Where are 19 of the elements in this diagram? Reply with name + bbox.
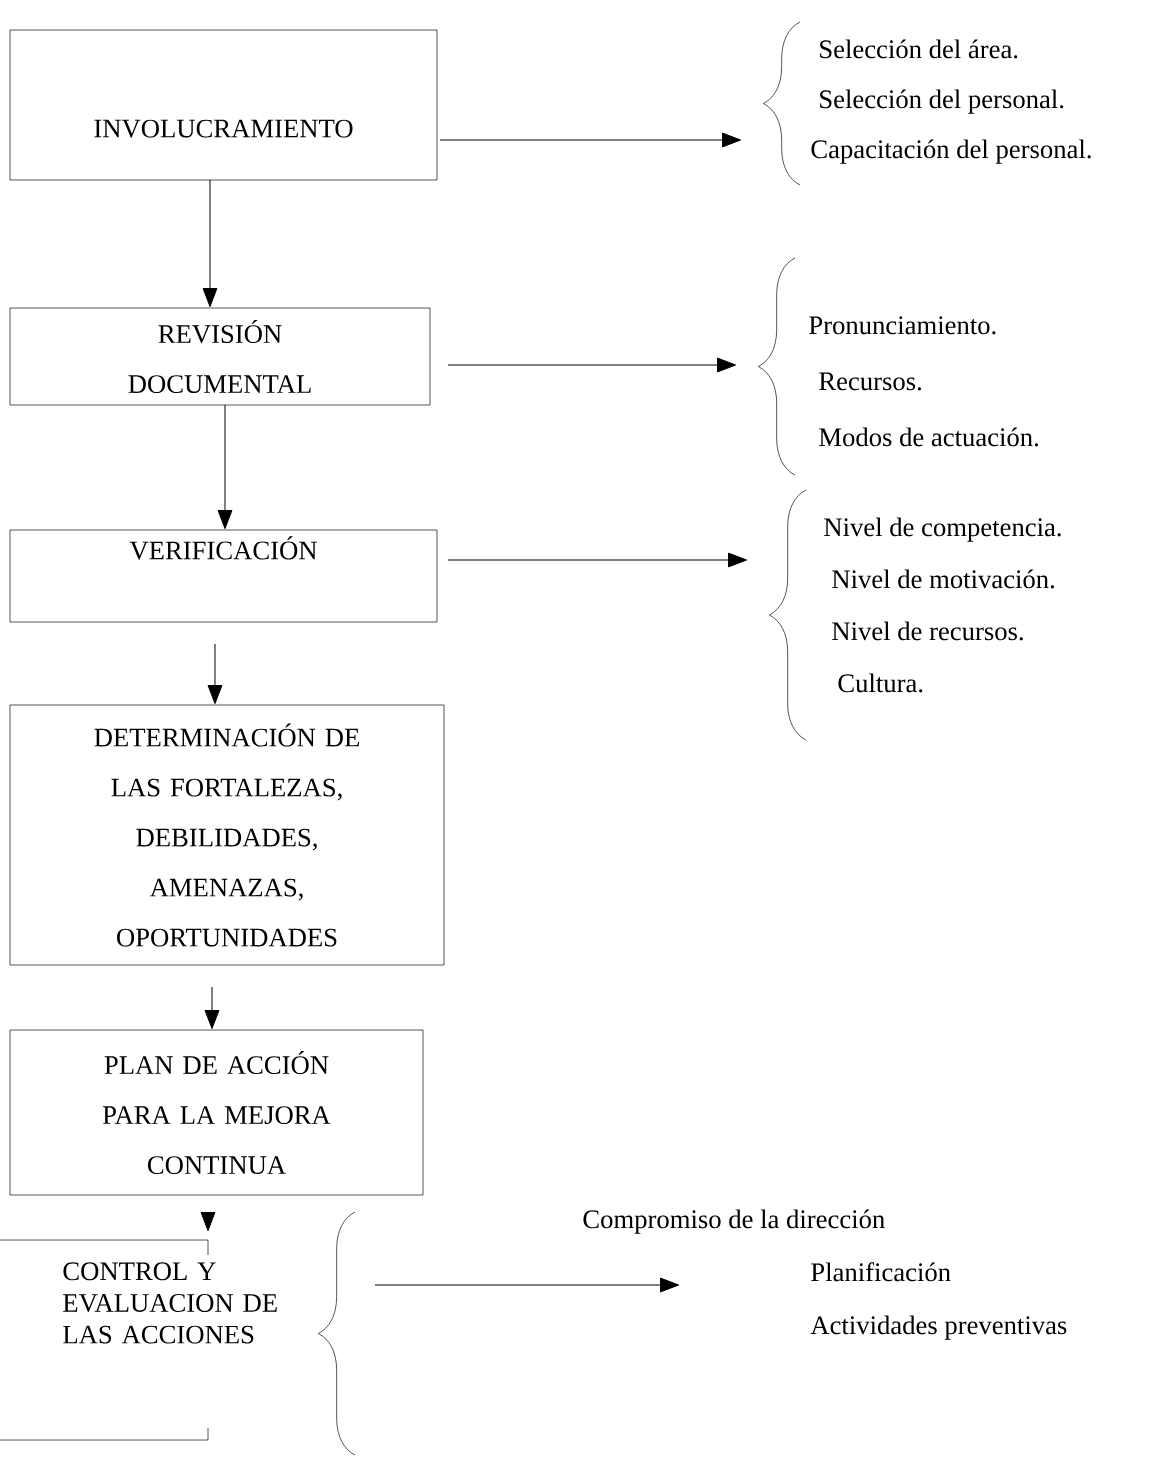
process-box: PLAN DE ACCIÓN PARA LA MEJORA CONTINUA <box>9 1029 424 1196</box>
bracketed-list: Pronunciamiento. Recursos. Modos de actuación. <box>758 257 1038 476</box>
arrow <box>207 643 223 705</box>
arrow <box>200 1211 216 1232</box>
process-box: REVISIÓN DOCUMENTAL <box>9 307 431 406</box>
arrow <box>204 986 220 1030</box>
arrow <box>447 552 748 568</box>
bracketed-list: Nivel de competencia. Nivel de motivación. Nivel de recursos. Cultura. <box>769 489 1061 741</box>
arrow <box>447 357 737 373</box>
process-box: DETERMINACIÓN DE LAS FORTALEZAS, DEBILIDADES, AMENAZAS, OPORTUNIDADES <box>9 704 445 966</box>
arrow <box>374 1277 680 1293</box>
bracketed-list: Selección del área. Selección del personal. Capacitación del personal. <box>763 21 1091 186</box>
arrow <box>439 132 742 148</box>
process-box: INVOLUCRAMIENTO <box>9 29 438 181</box>
arrow <box>202 179 218 308</box>
bracketed-list: Compromiso de la dirección Planificación Actividades preventivas <box>583 1209 1067 1340</box>
process-box: VERIFICACIÓN <box>9 529 438 623</box>
arrow <box>217 404 233 530</box>
process-box: CONTROL Y EVALUACION DE LAS ACCIONES <box>0 1211 356 1456</box>
